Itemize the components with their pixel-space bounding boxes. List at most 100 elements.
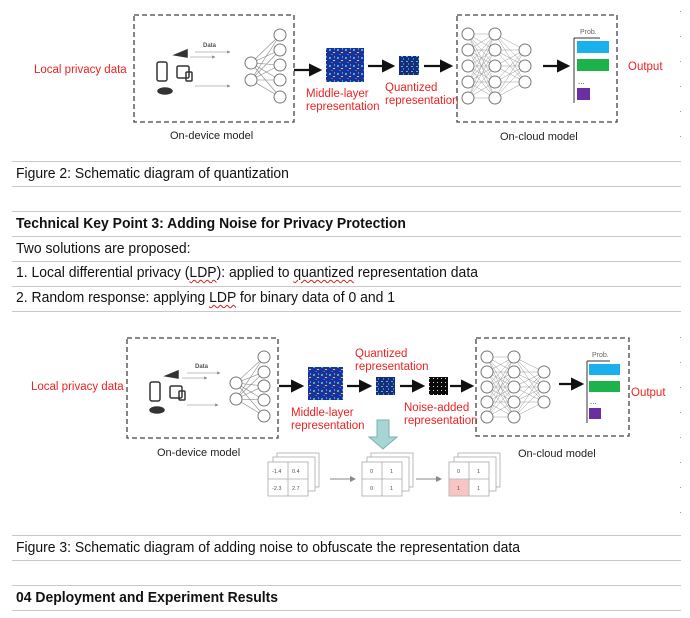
nn-node: [488, 59, 502, 73]
margin-dot: [680, 362, 681, 363]
margin-dot: [680, 61, 681, 62]
nn-node: [461, 27, 475, 41]
margin-dot: [680, 387, 681, 388]
list-item-1-prefix: 1. Local differential privacy (: [16, 264, 190, 281]
grid-raw-values: -1.4 0.4 -2.3 2.7: [267, 452, 320, 497]
section-3-intro: Two solutions are proposed:: [16, 240, 191, 257]
spellcheck-word-ldp: LDP: [209, 289, 237, 306]
nn-node: [518, 75, 532, 89]
input-label: Local privacy data: [34, 64, 127, 76]
nn-node: [507, 350, 521, 364]
nn-node: [518, 43, 532, 57]
margin-dot: [680, 11, 681, 12]
margin-dot: [680, 487, 681, 488]
nn-edge: [486, 356, 515, 403]
down-arrow-icon: [367, 419, 399, 450]
flipped-cell-highlight: [449, 479, 469, 496]
grid-cell: -1.4: [272, 469, 281, 475]
nn-edge: [494, 49, 526, 83]
quantized-heatmap: [376, 377, 395, 395]
grid-cell: 0: [370, 486, 373, 492]
output-label: Output: [628, 61, 663, 73]
nn-node: [461, 59, 475, 73]
grid-noised-values: 0 1 1 1: [448, 452, 501, 497]
grid-cell: 1: [457, 486, 460, 492]
prob-axis: [573, 37, 600, 103]
margin-dot: [680, 412, 681, 413]
list-item-2-suffix: for binary data of 0 and 1: [236, 289, 395, 306]
row-divider: [12, 236, 681, 237]
nn-edge: [467, 33, 496, 99]
on-cloud-model-box: [475, 337, 630, 437]
middle-layer-label: Middle-layer: [306, 88, 369, 100]
prob-label: Prob.: [580, 29, 597, 36]
noise-added-label: Noise-added: [404, 402, 469, 414]
nn-edge: [486, 356, 515, 418]
nn-node: [507, 410, 521, 424]
nn-edge: [494, 49, 526, 99]
nn-node: [480, 365, 494, 379]
row-divider: [12, 286, 681, 287]
quantized-heatmap: [399, 56, 419, 75]
margin-dot: [680, 86, 681, 87]
grid-cell: 0.4: [292, 469, 300, 475]
devices-icon: [156, 48, 193, 95]
middle-layer-heatmap: [308, 367, 343, 400]
row-divider: [12, 261, 681, 262]
prob-bar-blue: [589, 364, 620, 375]
section-3-heading: Technical Key Point 3: Adding Noise for …: [16, 215, 406, 232]
grid-cell: 1: [390, 469, 393, 475]
prob-label: Prob.: [592, 352, 609, 359]
nn-node: [488, 27, 502, 41]
nn-edge: [467, 33, 496, 67]
output-label: Output: [631, 387, 666, 399]
quantized-label: representation: [355, 361, 429, 373]
grid-cell: 2.7: [292, 486, 300, 492]
figure-3-noise-diagram: Local privacy data Data On-device model: [0, 325, 690, 530]
nn-node: [537, 395, 551, 409]
prob-axis: [586, 360, 610, 423]
prob-bar-green: [589, 381, 620, 392]
spellcheck-word-ldp: LDP: [189, 264, 217, 281]
nn-node: [507, 365, 521, 379]
nn-edge: [513, 371, 545, 403]
margin-dot: [680, 111, 681, 112]
section-4-heading: 04 Deployment and Experiment Results: [16, 589, 279, 606]
devices-icon: [149, 369, 186, 414]
margin-dot: [680, 136, 681, 137]
margin-dot: [680, 512, 681, 513]
row-divider: [12, 186, 681, 187]
nn-edge: [486, 386, 515, 418]
list-item-1-middle: ): applied to: [216, 264, 294, 281]
data-label: Data: [195, 364, 209, 370]
margin-dot: [680, 36, 681, 37]
grid-cell: 1: [390, 486, 393, 492]
quantized-label: Quantized: [355, 348, 407, 360]
row-divider: [12, 211, 681, 212]
spellcheck-word-quantized: quantized: [293, 264, 354, 281]
on-cloud-model-label: On-cloud model: [500, 131, 578, 143]
margin-dot: [680, 337, 681, 338]
figure-3-caption: Figure 3: Schematic diagram of adding no…: [16, 539, 521, 556]
on-cloud-model-box: [456, 14, 618, 123]
nn-node: [488, 91, 502, 105]
nn-node: [461, 91, 475, 105]
nn-edge: [467, 65, 496, 99]
middle-layer-label: representation: [306, 101, 380, 113]
grid-cell: 0: [457, 469, 460, 475]
row-divider: [12, 535, 681, 536]
on-cloud-model-label: On-cloud model: [518, 448, 596, 460]
noise-added-label: representation: [404, 415, 478, 427]
input-label: Local privacy data: [31, 381, 124, 393]
nn-edge: [467, 33, 496, 83]
nn-edge: [467, 49, 496, 99]
row-divider: [12, 610, 681, 611]
middle-layer-label: Middle-layer: [291, 407, 354, 419]
middle-layer-label: representation: [291, 420, 365, 432]
nn-node: [480, 350, 494, 364]
nn-edge: [486, 371, 515, 418]
on-device-model-label: On-device model: [157, 447, 240, 459]
nn-edge: [486, 356, 515, 388]
figure-3-svg: Local privacy data Data On-device model: [31, 337, 666, 497]
list-item-1: 1. Local differential privacy (LDP): app…: [16, 264, 478, 282]
